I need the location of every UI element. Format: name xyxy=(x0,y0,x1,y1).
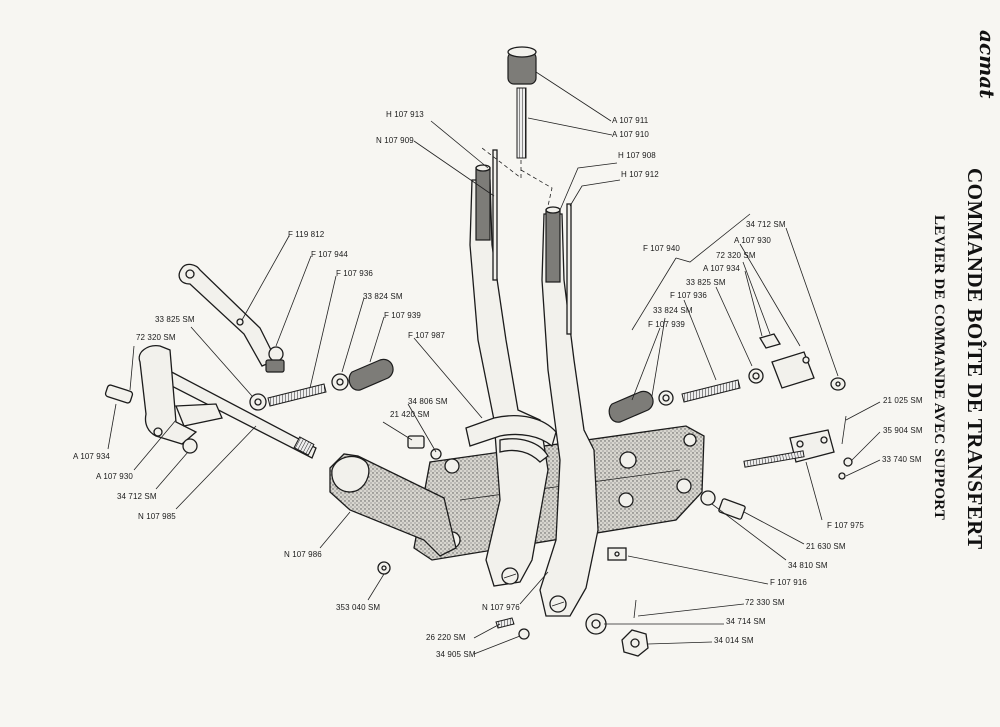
page-subtitle: LEVIER DE COMMANDE AVEC SUPPORT xyxy=(931,215,947,521)
left-pin xyxy=(104,384,198,454)
support-arm xyxy=(329,453,457,557)
bolt-21420 xyxy=(407,435,442,460)
leader-lines xyxy=(107,71,881,655)
right-washer xyxy=(830,377,846,391)
ball-joint xyxy=(265,346,285,373)
callout-h107913: H 107 913 xyxy=(386,110,424,119)
callout-f107916: F 107 916 xyxy=(770,578,807,587)
callout-a107911: A 107 911 xyxy=(612,116,649,125)
right-nut-2 xyxy=(748,368,764,384)
callout-f107987: F 107 987 xyxy=(408,331,445,340)
block-f107916 xyxy=(607,547,627,561)
right-nut-1 xyxy=(658,390,674,406)
callout-f119812: F 119 812 xyxy=(288,230,325,239)
callout-26220: 26 220 SM xyxy=(426,633,466,642)
callout-353040: 353 040 SM xyxy=(336,603,381,612)
lower-pin xyxy=(633,599,637,619)
callout-n107976: N 107 976 xyxy=(482,603,520,612)
callout-a107934-right: A 107 934 xyxy=(703,264,740,273)
callout-72330: 72 330 SM xyxy=(745,598,785,607)
bolt-21630 xyxy=(700,490,746,520)
brand-logo: acmat xyxy=(975,30,999,99)
left-nuts xyxy=(249,373,349,411)
shaft-bracket xyxy=(138,345,223,445)
lower-washer xyxy=(585,613,607,635)
page-title: COMMANDE BOÎTE DE TRANSFERT xyxy=(963,168,987,550)
callout-33825-right: 33 825 SM xyxy=(686,278,726,287)
callout-34712-left: 34 712 SM xyxy=(117,492,157,501)
callout-33740: 33 740 SM xyxy=(882,455,922,464)
callout-f107940: F 107 940 xyxy=(643,244,680,253)
bracket-assembly xyxy=(743,429,835,468)
callout-f107939-right: F 107 939 xyxy=(648,320,685,329)
left-shift-knob xyxy=(348,358,394,391)
callout-21025: 21 025 SM xyxy=(883,396,923,405)
callout-34014: 34 014 SM xyxy=(714,636,754,645)
callout-34905: 34 905 SM xyxy=(436,650,476,659)
bolt-26220 xyxy=(495,617,530,640)
callout-34712-right: 34 712 SM xyxy=(746,220,786,229)
callout-h107912: H 107 912 xyxy=(621,170,659,179)
callout-n107986: N 107 986 xyxy=(284,550,322,559)
callout-33824-right: 33 824 SM xyxy=(653,306,693,315)
small-parts-right xyxy=(838,415,853,480)
left-rod xyxy=(492,149,498,281)
callout-34806: 34 806 SM xyxy=(408,397,448,406)
right-threaded-rod xyxy=(681,379,741,403)
callout-a107930-left: A 107 930 xyxy=(96,472,133,481)
right-knob xyxy=(608,390,654,423)
gate-clamp xyxy=(465,415,557,463)
callout-f107936-right: F 107 936 xyxy=(670,291,707,300)
callout-34714: 34 714 SM xyxy=(726,617,766,626)
callout-33824-left: 33 824 SM xyxy=(363,292,403,301)
callout-a107934-left: A 107 934 xyxy=(73,452,110,461)
right-clevis xyxy=(759,333,815,389)
callout-21420: 21 420 SM xyxy=(390,410,430,419)
spring xyxy=(516,87,527,159)
callout-33825-left: 33 825 SM xyxy=(155,315,195,324)
callout-h107908: H 107 908 xyxy=(618,151,656,160)
callout-f107944: F 107 944 xyxy=(311,250,348,259)
callout-72320-left: 72 320 SM xyxy=(136,333,176,342)
callout-34810: 34 810 SM xyxy=(788,561,828,570)
lower-castle-nut xyxy=(621,629,649,657)
callout-n107985: N 107 985 xyxy=(138,512,176,521)
callout-72320-right: 72 320 SM xyxy=(716,251,756,260)
callout-n107909: N 107 909 xyxy=(376,136,414,145)
callout-f107936-left: F 107 936 xyxy=(336,269,373,278)
callout-f107975: F 107 975 xyxy=(827,521,864,530)
knob xyxy=(507,46,537,85)
callout-21630: 21 630 SM xyxy=(806,542,846,551)
right-rod xyxy=(566,203,572,335)
left-threaded-rod xyxy=(267,383,327,407)
callout-a107910: A 107 910 xyxy=(612,130,649,139)
callout-35904: 35 904 SM xyxy=(883,426,923,435)
nut-353040 xyxy=(377,561,391,575)
callout-a107930-right: A 107 930 xyxy=(734,236,771,245)
callout-f107939-left: F 107 939 xyxy=(384,311,421,320)
